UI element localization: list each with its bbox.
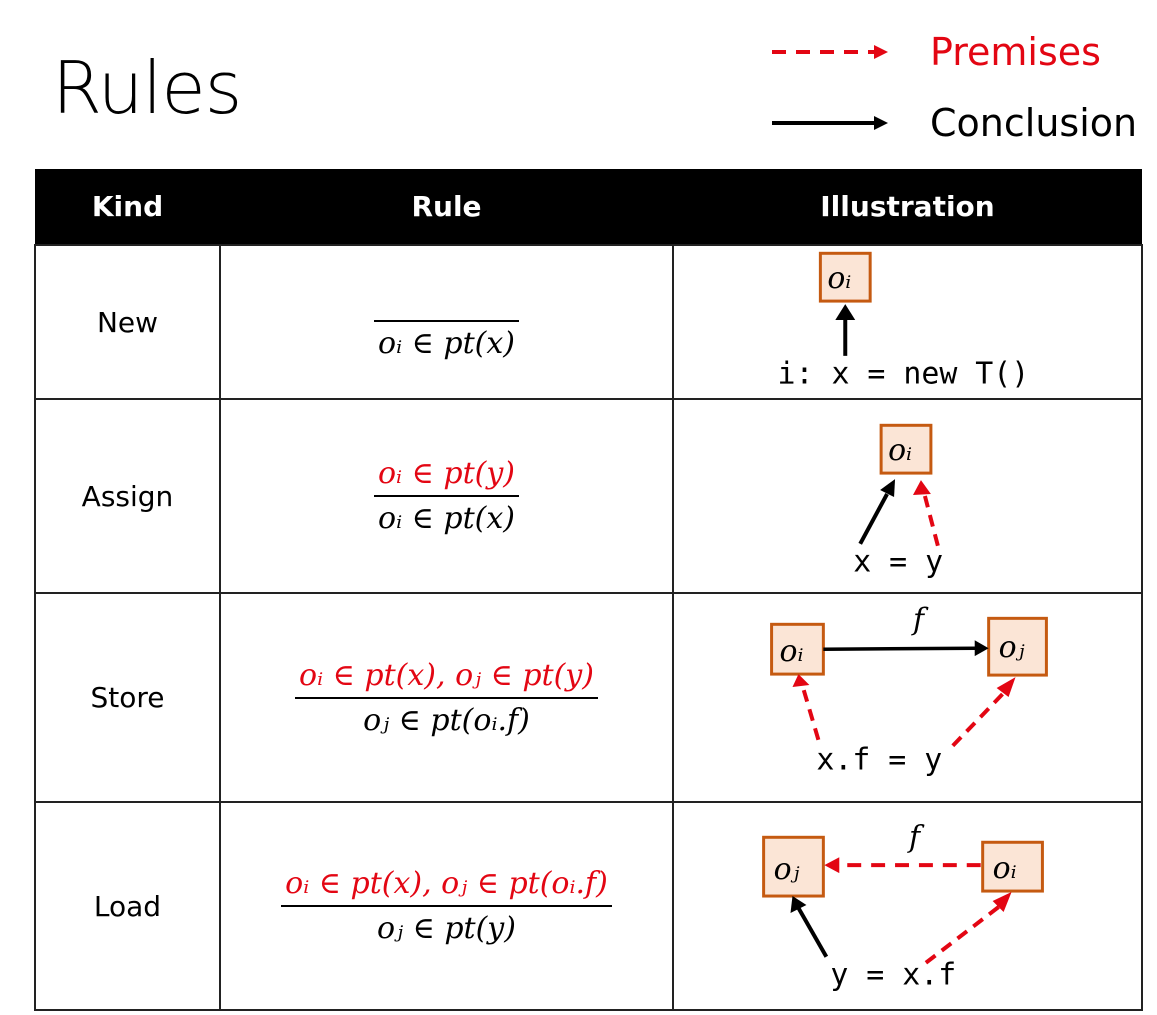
arrow-head-icon	[790, 896, 807, 913]
rule-premise: oᵢ ∈ pt(y)	[378, 456, 515, 491]
field-label: f	[907, 820, 925, 855]
illustration-cell: oᵢ i: x = new T()	[672, 244, 1143, 400]
object-label: oⱼ	[999, 630, 1025, 665]
fraction-bar	[374, 319, 519, 322]
object-box	[879, 423, 933, 475]
solid-arrow-icon	[772, 116, 888, 130]
object-box-oj	[987, 616, 1048, 677]
premise-arrow	[801, 688, 821, 741]
code-statement: y = x.f	[830, 958, 956, 993]
inference-rule: oᵢ ∈ pt(y) oᵢ ∈ pt(x)	[374, 456, 519, 536]
table-header: Kind Rule Illustration	[35, 169, 1142, 245]
rule-cell: oᵢ ∈ pt(x), oⱼ ∈ pt(oᵢ.f) oⱼ ∈ pt(y)	[219, 801, 674, 1011]
arrow-head-icon	[996, 677, 1016, 698]
kind-cell: New	[34, 244, 221, 400]
arrow-head-icon	[835, 304, 856, 321]
arrow-head-icon	[974, 640, 989, 657]
object-box	[818, 251, 872, 303]
rule-premise: oᵢ ∈ pt(x), oⱼ ∈ pt(y)	[299, 657, 594, 693]
rules-table: Kind Rule Illustration New oᵢ ∈ pt(x) oᵢ	[34, 169, 1143, 1011]
object-label: oᵢ	[780, 634, 804, 669]
table-row: New oᵢ ∈ pt(x) oᵢ i: x = new T()	[34, 244, 1143, 400]
code-statement: x.f = y	[816, 743, 942, 778]
table-row: Store oᵢ ∈ pt(x), oⱼ ∈ pt(y) oⱼ ∈ pt(oᵢ.…	[34, 592, 1143, 803]
header-rule: Rule	[220, 169, 673, 245]
object-label: oᵢ	[993, 851, 1017, 886]
conclusion-arrow	[858, 493, 889, 545]
legend-premises: Premises	[770, 30, 1101, 74]
rule-conclusion: oᵢ ∈ pt(x)	[378, 501, 515, 536]
page-title: Rules	[52, 46, 242, 130]
inference-rule: oᵢ ∈ pt(x), oⱼ ∈ pt(oᵢ.f) oⱼ ∈ pt(y)	[281, 866, 612, 946]
kind-cell: Load	[34, 801, 221, 1011]
table-row: Assign oᵢ ∈ pt(y) oᵢ ∈ pt(x) oᵢ	[34, 398, 1143, 594]
field-edge-arrow	[823, 646, 977, 651]
inference-rule: oᵢ ∈ pt(x), oⱼ ∈ pt(y) oⱼ ∈ pt(oᵢ.f)	[295, 658, 598, 738]
illustration-cell: oᵢ oⱼ f x.f = y	[672, 592, 1143, 803]
illustration-load: oⱼ oᵢ f y = x.f	[762, 820, 1044, 993]
rule-conclusion: oᵢ ∈ pt(x)	[378, 325, 515, 361]
object-label: oⱼ	[774, 852, 800, 887]
arrow-head-icon	[912, 480, 931, 496]
rule-premise: oᵢ ∈ pt(x), oⱼ ∈ pt(oᵢ.f)	[285, 866, 608, 901]
arrow-head-icon	[992, 892, 1012, 912]
premise-arrow	[922, 495, 940, 547]
premise-arrow	[924, 905, 1000, 965]
field-label: f	[911, 602, 929, 637]
arrow-head-icon	[880, 479, 896, 497]
legend-premises-label: Premises	[930, 30, 1101, 74]
dashed-arrow-icon	[772, 45, 888, 59]
illustration-assign: oᵢ x = y	[853, 423, 943, 580]
fraction-bar	[374, 495, 519, 497]
arrow-head-icon	[824, 857, 840, 874]
rule-cell: oᵢ ∈ pt(x)	[219, 244, 674, 400]
arrow-head-icon	[792, 674, 810, 688]
kind-cell: Store	[34, 592, 221, 803]
illustration-cell: oⱼ oᵢ f y = x.f	[672, 801, 1143, 1011]
header-illustration: Illustration	[673, 169, 1142, 245]
object-box-oi	[770, 622, 825, 676]
kind-cell: Assign	[34, 398, 221, 594]
fraction-bar	[281, 905, 612, 907]
rule-conclusion: oⱼ ∈ pt(y)	[377, 911, 516, 946]
legend-conclusion: Conclusion	[770, 101, 1137, 145]
object-label: oᵢ	[888, 433, 912, 468]
object-box-oi	[981, 840, 1044, 893]
code-statement: x = y	[853, 545, 943, 580]
inference-rule: oᵢ ∈ pt(x)	[374, 319, 519, 361]
code-statement: i: x = new T()	[778, 357, 1030, 392]
rule-cell: oᵢ ∈ pt(x), oⱼ ∈ pt(y) oⱼ ∈ pt(oᵢ.f)	[219, 592, 674, 803]
header-kind: Kind	[35, 169, 220, 245]
object-label: oᵢ	[827, 261, 851, 296]
illustration-store: oᵢ oⱼ f x.f = y	[770, 602, 1048, 778]
legend-conclusion-label: Conclusion	[930, 101, 1138, 145]
rule-conclusion: oⱼ ∈ pt(oᵢ.f)	[363, 702, 530, 738]
rule-cell: oᵢ ∈ pt(y) oᵢ ∈ pt(x)	[219, 398, 674, 594]
fraction-bar	[295, 696, 598, 699]
illustration-cell: oᵢ x = y	[672, 398, 1143, 594]
conclusion-arrow	[796, 907, 829, 958]
table-row: Load oᵢ ∈ pt(x), oⱼ ∈ pt(oᵢ.f) oⱼ ∈ pt(y…	[34, 801, 1143, 1011]
object-box-oj	[762, 835, 825, 898]
premise-arrow	[951, 692, 1005, 748]
illustration-new: oᵢ i: x = new T()	[778, 251, 1030, 392]
